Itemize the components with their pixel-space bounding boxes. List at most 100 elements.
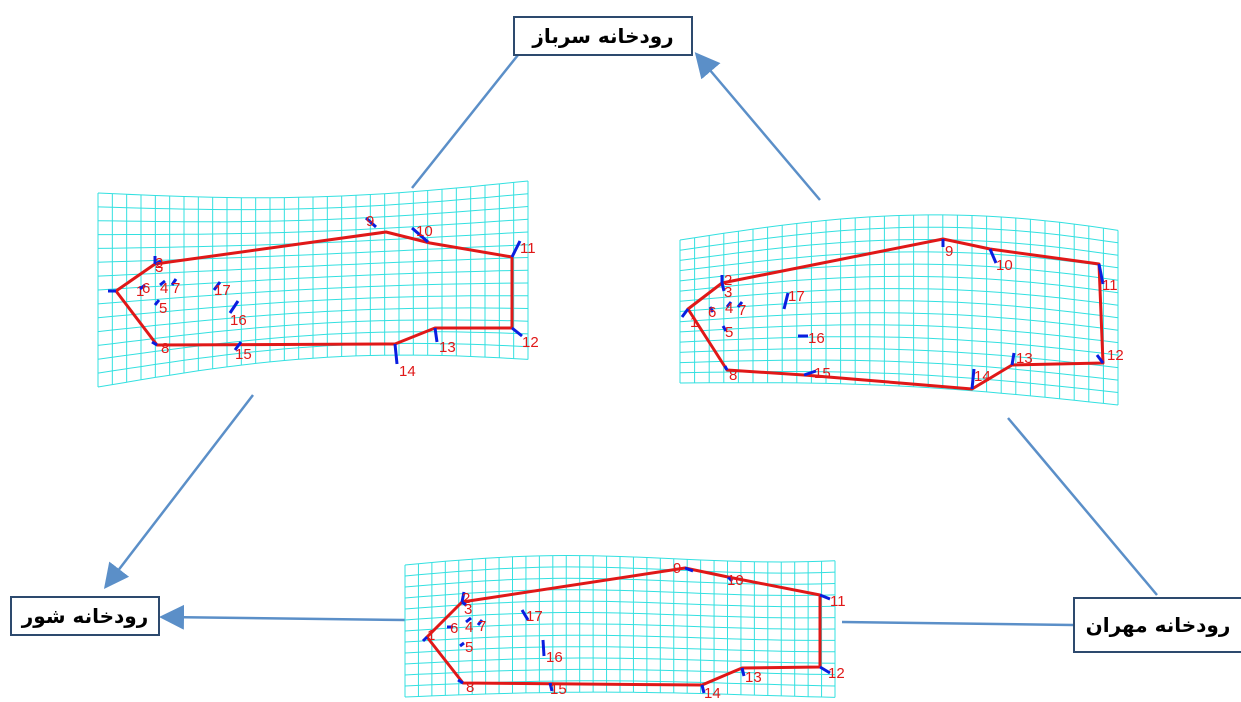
landmark-label: 12 xyxy=(828,665,845,682)
landmark-label: 2 xyxy=(724,272,732,289)
grid-line xyxy=(679,382,1119,406)
landmark-vector xyxy=(726,575,734,583)
landmark-vector xyxy=(228,300,240,314)
landmark-label: 5 xyxy=(465,639,473,656)
grid-line xyxy=(404,566,836,577)
grid-line xyxy=(679,251,1119,272)
landmark-vector xyxy=(511,326,523,338)
landmark-label: 4 xyxy=(725,300,733,317)
landmark-label: 9 xyxy=(673,560,681,577)
landmark-vector xyxy=(170,278,178,286)
arrow-shour-to-sarbaz xyxy=(411,54,519,189)
grid-line xyxy=(97,180,529,199)
grid-line xyxy=(97,319,529,346)
landmark-vector xyxy=(433,327,439,343)
landmark-vector xyxy=(212,281,222,291)
landmark-label: 14 xyxy=(704,685,721,702)
landmark-vector xyxy=(1095,354,1105,364)
landmark-label: 8 xyxy=(161,340,169,357)
landmark-vector xyxy=(460,591,466,603)
landmark-vector xyxy=(151,340,158,347)
grid-line xyxy=(97,307,529,333)
label-mehran-river: رودخانه مهران xyxy=(1073,597,1241,653)
landmark-vector xyxy=(819,593,831,601)
landmark-vector xyxy=(1010,352,1016,366)
grid-line xyxy=(97,282,529,305)
landmark-vector xyxy=(461,600,467,607)
landmark-vector xyxy=(740,667,746,677)
landmark-vector xyxy=(476,619,484,626)
landmark-vector xyxy=(457,678,464,685)
landmark-label: 5 xyxy=(725,324,733,341)
landmark-vector xyxy=(782,292,790,310)
grid-line xyxy=(97,193,529,211)
landmark-vector xyxy=(233,341,243,351)
grid-lines xyxy=(97,180,529,388)
grid-line xyxy=(404,623,836,632)
landmark-label: 1 xyxy=(136,283,144,300)
landmark-vector xyxy=(154,259,162,266)
grid-line xyxy=(404,600,836,610)
landmark-label: 10 xyxy=(727,572,744,589)
landmark-outline xyxy=(114,230,514,347)
landmark-label: 11 xyxy=(830,593,846,610)
landmark-label: 7 xyxy=(478,618,486,635)
landmark-label: 9 xyxy=(366,213,374,230)
grid-line xyxy=(98,218,529,236)
landmark-vector xyxy=(520,609,530,621)
landmark-vector xyxy=(988,248,998,264)
landmark-vector xyxy=(510,240,522,258)
grid-line xyxy=(404,646,835,654)
arrow-mehran-to-bottom xyxy=(841,620,1074,627)
landmark-label: 14 xyxy=(974,368,991,385)
grid-line xyxy=(404,612,836,621)
grid-line xyxy=(404,634,835,643)
landmark-label: 5 xyxy=(159,300,167,317)
landmark-vector xyxy=(459,641,465,648)
grid-line xyxy=(97,295,528,319)
arrow-bottom-to-shour xyxy=(159,604,406,630)
landmark-label: 17 xyxy=(788,288,805,305)
landmark-outline xyxy=(425,566,822,687)
grid-line xyxy=(97,206,529,223)
landmark-vector xyxy=(421,635,429,643)
landmark-label: 15 xyxy=(550,681,567,698)
arrows xyxy=(103,52,1158,630)
landmark-label: 16 xyxy=(808,330,825,347)
landmark-label: 3 xyxy=(724,284,732,301)
landmark-label: 6 xyxy=(450,620,458,637)
grid-line xyxy=(97,269,529,291)
grid-line xyxy=(97,354,529,388)
grid-line xyxy=(404,691,836,698)
landmark-vector xyxy=(700,684,706,694)
landmark-label: 6 xyxy=(708,304,716,321)
landmark-label: 13 xyxy=(745,669,762,686)
landmark-vector xyxy=(159,279,166,287)
label-shour-river: رودخانه شور xyxy=(10,596,160,636)
grid-line xyxy=(679,300,1119,319)
grid-line xyxy=(404,589,836,599)
landmark-vector xyxy=(725,301,733,308)
grid-line xyxy=(679,348,1119,369)
landmark-label: 14 xyxy=(399,363,416,380)
landmark-vector xyxy=(684,566,694,573)
landmark-label: 17 xyxy=(526,608,543,625)
grid-line xyxy=(97,257,529,277)
grid-line xyxy=(679,359,1119,381)
landmark-vector xyxy=(153,299,161,306)
landmark-vector xyxy=(541,639,546,657)
landmark-label: 4 xyxy=(160,280,168,297)
grid-line xyxy=(97,331,529,360)
landmark-vector xyxy=(411,226,429,244)
landmark-label: 11 xyxy=(1102,277,1118,294)
label-sarbaz-river: رودخانه سرباز xyxy=(513,16,693,56)
grid-line xyxy=(404,657,836,665)
grid-line xyxy=(97,342,529,374)
arrow-mehran-to-sarbaz xyxy=(694,52,821,201)
grid-line xyxy=(679,336,1119,356)
landmark-label: 10 xyxy=(416,223,433,240)
landmark-label: 3 xyxy=(464,601,472,618)
